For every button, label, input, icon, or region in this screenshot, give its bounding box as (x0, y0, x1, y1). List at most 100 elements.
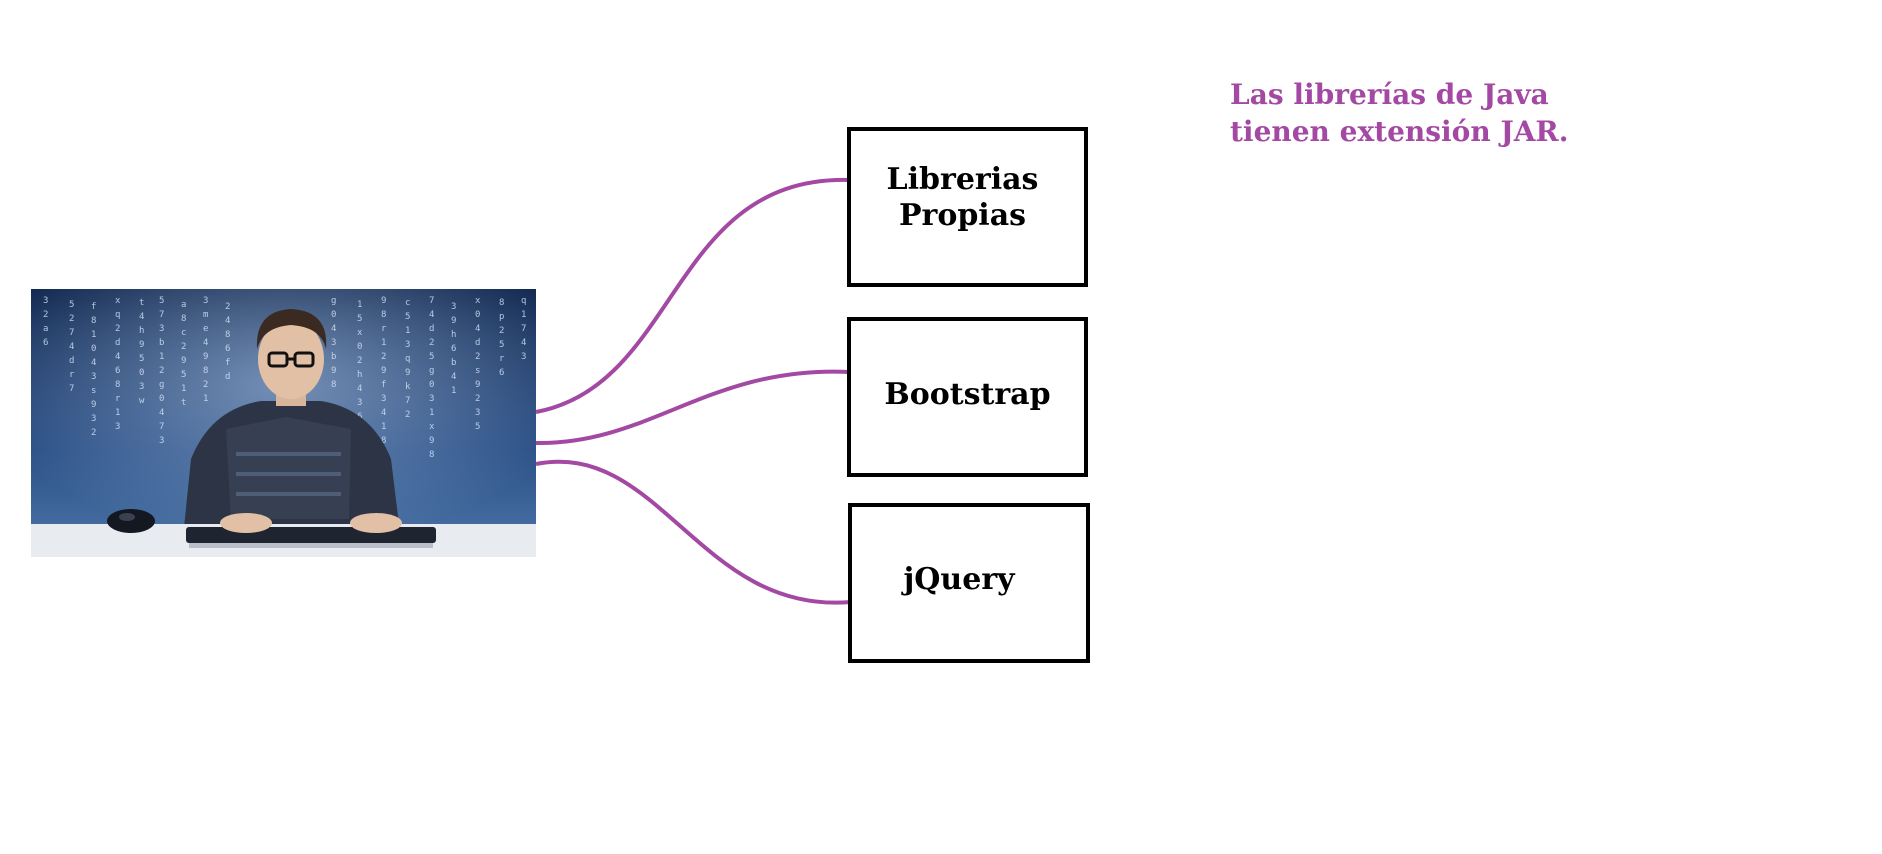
svg-text:3: 3 (381, 394, 386, 404)
svg-text:r: r (499, 354, 505, 364)
svg-text:5: 5 (139, 354, 144, 364)
svg-text:q: q (115, 310, 120, 320)
svg-text:2: 2 (115, 324, 120, 334)
box-jquery: jQuery (848, 503, 1090, 663)
svg-text:s: s (475, 366, 480, 376)
svg-text:3: 3 (91, 372, 96, 382)
svg-text:5: 5 (429, 352, 434, 362)
svg-text:0: 0 (429, 380, 434, 390)
svg-text:7: 7 (429, 296, 434, 306)
svg-text:5: 5 (475, 422, 480, 432)
svg-text:1: 1 (381, 338, 386, 348)
svg-text:3: 3 (521, 352, 526, 362)
box-bootstrap: Bootstrap (847, 317, 1088, 477)
svg-text:a: a (181, 300, 186, 310)
svg-text:9: 9 (475, 380, 480, 390)
svg-text:3: 3 (357, 398, 362, 408)
svg-text:1: 1 (381, 422, 386, 432)
svg-text:5: 5 (181, 370, 186, 380)
svg-text:h: h (451, 330, 456, 340)
svg-text:1: 1 (451, 386, 456, 396)
svg-text:3: 3 (43, 296, 48, 306)
svg-text:b: b (451, 358, 456, 368)
svg-text:6: 6 (43, 338, 48, 348)
box-label-bootstrap: Bootstrap (884, 376, 1051, 412)
svg-text:x: x (429, 422, 435, 432)
svg-text:9: 9 (139, 340, 144, 350)
svg-text:3: 3 (115, 422, 120, 432)
svg-text:9: 9 (429, 436, 434, 446)
svg-text:9: 9 (381, 366, 386, 376)
svg-text:1: 1 (203, 394, 208, 404)
svg-text:8: 8 (181, 314, 186, 324)
svg-text:r: r (69, 370, 75, 380)
svg-text:4: 4 (331, 324, 336, 334)
svg-text:7: 7 (159, 422, 164, 432)
svg-text:8: 8 (429, 450, 434, 460)
svg-text:1: 1 (429, 408, 434, 418)
svg-text:4: 4 (159, 408, 164, 418)
svg-text:4: 4 (115, 352, 120, 362)
svg-text:d: d (69, 356, 74, 366)
svg-text:b: b (159, 338, 164, 348)
svg-text:r: r (115, 394, 121, 404)
svg-text:9: 9 (181, 356, 186, 366)
svg-text:5: 5 (499, 340, 504, 350)
svg-text:1: 1 (181, 384, 186, 394)
svg-text:2: 2 (43, 310, 48, 320)
svg-text:4: 4 (91, 358, 96, 368)
svg-text:2: 2 (225, 302, 230, 312)
svg-text:8: 8 (381, 310, 386, 320)
svg-text:d: d (429, 324, 434, 334)
svg-text:7: 7 (405, 396, 410, 406)
svg-text:2: 2 (429, 338, 434, 348)
svg-text:1: 1 (115, 408, 120, 418)
java-libraries-note: Las librerías de Java tienen extensión J… (1230, 78, 1569, 148)
svg-text:7: 7 (69, 384, 74, 394)
svg-text:x: x (475, 296, 481, 306)
svg-text:m: m (203, 310, 208, 320)
svg-text:1: 1 (405, 326, 410, 336)
svg-text:2: 2 (203, 380, 208, 390)
svg-text:4: 4 (429, 310, 434, 320)
svg-text:4: 4 (139, 312, 144, 322)
svg-text:a: a (43, 324, 48, 334)
svg-text:8: 8 (381, 436, 386, 446)
svg-text:2: 2 (357, 356, 362, 366)
svg-text:d: d (475, 338, 480, 348)
svg-text:s: s (91, 386, 96, 396)
svg-text:0: 0 (331, 310, 336, 320)
box-librerias-propias: Librerias Propias (847, 127, 1088, 287)
svg-text:4: 4 (381, 408, 386, 418)
svg-text:2: 2 (381, 352, 386, 362)
svg-text:2: 2 (405, 410, 410, 420)
svg-text:2: 2 (181, 342, 186, 352)
svg-text:k: k (405, 382, 411, 392)
svg-text:9: 9 (451, 316, 456, 326)
svg-text:3: 3 (429, 394, 434, 404)
svg-text:7: 7 (159, 310, 164, 320)
svg-text:r: r (381, 324, 387, 334)
svg-text:2: 2 (91, 428, 96, 438)
svg-text:5: 5 (405, 312, 410, 322)
svg-text:w: w (139, 396, 145, 406)
svg-text:2: 2 (159, 366, 164, 376)
svg-text:6: 6 (115, 366, 120, 376)
svg-text:h: h (357, 370, 362, 380)
svg-text:1: 1 (357, 300, 362, 310)
svg-text:q: q (405, 354, 410, 364)
svg-text:0: 0 (357, 342, 362, 352)
svg-text:4: 4 (225, 316, 230, 326)
svg-text:7: 7 (69, 328, 74, 338)
svg-text:3: 3 (475, 408, 480, 418)
svg-text:c: c (181, 328, 186, 338)
svg-text:8: 8 (225, 330, 230, 340)
svg-text:8: 8 (115, 380, 120, 390)
svg-text:0: 0 (91, 344, 96, 354)
svg-text:x: x (357, 328, 363, 338)
svg-text:9: 9 (405, 368, 410, 378)
svg-text:b: b (331, 352, 336, 362)
svg-text:0: 0 (475, 310, 480, 320)
svg-text:f: f (381, 380, 386, 390)
